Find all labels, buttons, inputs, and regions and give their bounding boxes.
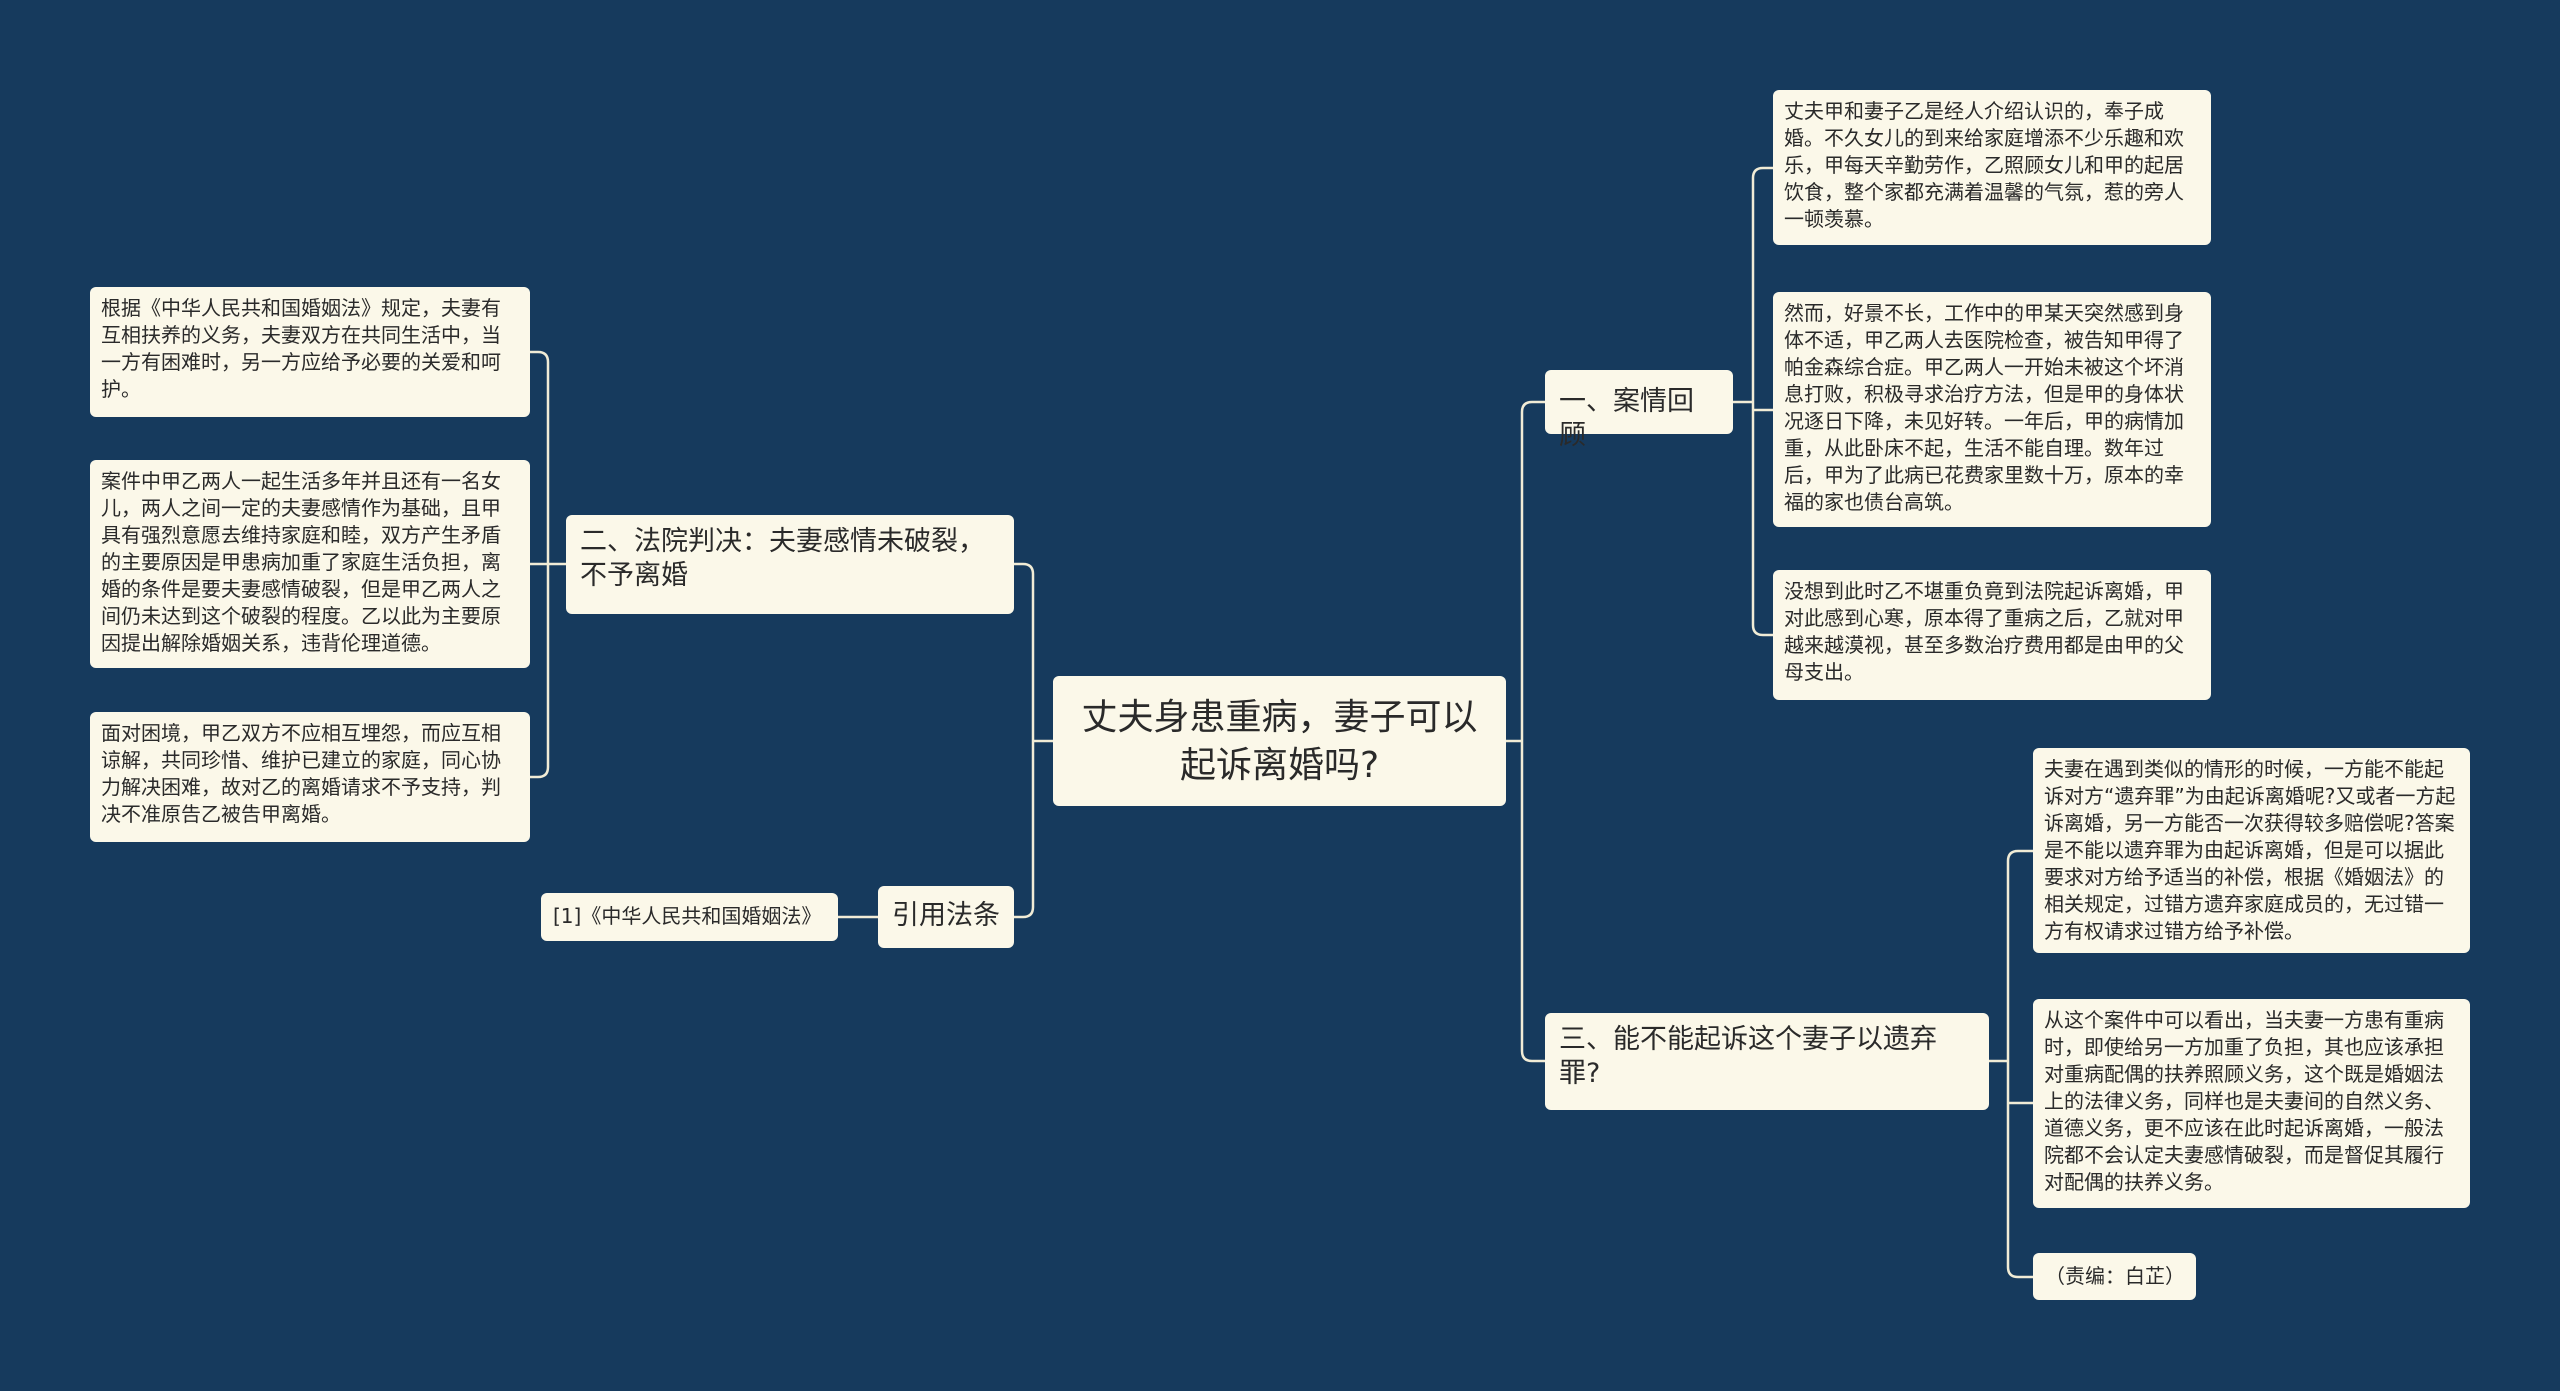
- branch-case-review-label: 一、案情回顾: [1559, 386, 1694, 451]
- leaf-text: （责编：白芷）: [2045, 1264, 2185, 1288]
- leaf-text: 从这个案件中可以看出，当夫妻一方患有重病时，即使给另一方加重了负担，其也应该承担…: [2044, 1008, 2444, 1194]
- connector-abandonment-leaves: [2006, 849, 2033, 1279]
- leaf-ruling-reasoning[interactable]: 案件中甲乙两人一起生活多年并且还有一名女儿，两人之间一定的夫妻感情作为基础，且甲…: [90, 460, 530, 668]
- branch-court-ruling-label: 二、法院判决：夫妻感情未破裂，不予离婚: [580, 526, 985, 591]
- connector-court-ruling-leaves: [530, 350, 550, 779]
- branch-abandonment[interactable]: 三、能不能起诉这个妻子以遗弃罪?: [1545, 1013, 1989, 1110]
- leaf-abandonment-duty[interactable]: 从这个案件中可以看出，当夫妻一方患有重病时，即使给另一方加重了负担，其也应该承担…: [2033, 999, 2470, 1208]
- leaf-text: [1]《中华人民共和国婚姻法》: [553, 904, 822, 928]
- branch-law-cited[interactable]: 引用法条: [878, 886, 1014, 948]
- connector-center-to-abandonment: [1520, 741, 1545, 1063]
- connector-center-to-court-ruling: [1014, 562, 1035, 741]
- leaf-text: 没想到此时乙不堪重负竟到法院起诉离婚，甲对此感到心寒，原本得了重病之后，乙就对甲…: [1784, 579, 2184, 684]
- branch-law-cited-label: 引用法条: [892, 900, 1000, 931]
- branch-court-ruling[interactable]: 二、法院判决：夫妻感情未破裂，不予离婚: [566, 515, 1014, 614]
- leaf-text: 夫妻在遇到类似的情形的时候，一方能不能起诉对方“遗弃罪”为由起诉离婚呢?又或者一…: [2044, 757, 2456, 943]
- leaf-editor-credit[interactable]: （责编：白芷）: [2033, 1253, 2196, 1300]
- leaf-text: 然而，好景不长，工作中的甲某天突然感到身体不适，甲乙两人去医院检查，被告知甲得了…: [1784, 301, 2184, 514]
- leaf-case-illness[interactable]: 然而，好景不长，工作中的甲某天突然感到身体不适，甲乙两人去医院检查，被告知甲得了…: [1773, 292, 2211, 527]
- connector-case-review-leaves: [1751, 166, 1773, 637]
- leaf-abandonment-answer[interactable]: 夫妻在遇到类似的情形的时候，一方能不能起诉对方“遗弃罪”为由起诉离婚呢?又或者一…: [2033, 748, 2470, 953]
- leaf-law-reference[interactable]: [1]《中华人民共和国婚姻法》: [541, 893, 838, 941]
- central-topic-text: 丈夫身患重病，妻子可以起诉离婚吗?: [1081, 697, 1478, 786]
- connector-center-to-law-cited: [1014, 741, 1035, 919]
- leaf-ruling-verdict[interactable]: 面对困境，甲乙双方不应相互埋怨，而应互相谅解，共同珍惜、维护已建立的家庭，同心协…: [90, 712, 530, 842]
- leaf-text: 面对困境，甲乙双方不应相互埋怨，而应互相谅解，共同珍惜、维护已建立的家庭，同心协…: [101, 721, 501, 826]
- leaf-text: 丈夫甲和妻子乙是经人介绍认识的，奉子成婚。不久女儿的到来给家庭增添不少乐趣和欢乐…: [1784, 99, 2184, 231]
- leaf-ruling-law-basis[interactable]: 根据《中华人民共和国婚姻法》规定，夫妻有互相扶养的义务，夫妻双方在共同生活中，当…: [90, 287, 530, 417]
- branch-abandonment-label: 三、能不能起诉这个妻子以遗弃罪?: [1559, 1024, 1937, 1089]
- leaf-case-background[interactable]: 丈夫甲和妻子乙是经人介绍认识的，奉子成婚。不久女儿的到来给家庭增添不少乐趣和欢乐…: [1773, 90, 2211, 245]
- leaf-case-divorce-suit[interactable]: 没想到此时乙不堪重负竟到法院起诉离婚，甲对此感到心寒，原本得了重病之后，乙就对甲…: [1773, 570, 2211, 700]
- leaf-text: 案件中甲乙两人一起生活多年并且还有一名女儿，两人之间一定的夫妻感情作为基础，且甲…: [101, 469, 501, 655]
- central-topic[interactable]: 丈夫身患重病，妻子可以起诉离婚吗?: [1053, 676, 1506, 806]
- branch-case-review[interactable]: 一、案情回顾: [1545, 370, 1733, 451]
- leaf-text: 根据《中华人民共和国婚姻法》规定，夫妻有互相扶养的义务，夫妻双方在共同生活中，当…: [101, 296, 501, 401]
- connector-center-to-case-review: [1520, 400, 1545, 741]
